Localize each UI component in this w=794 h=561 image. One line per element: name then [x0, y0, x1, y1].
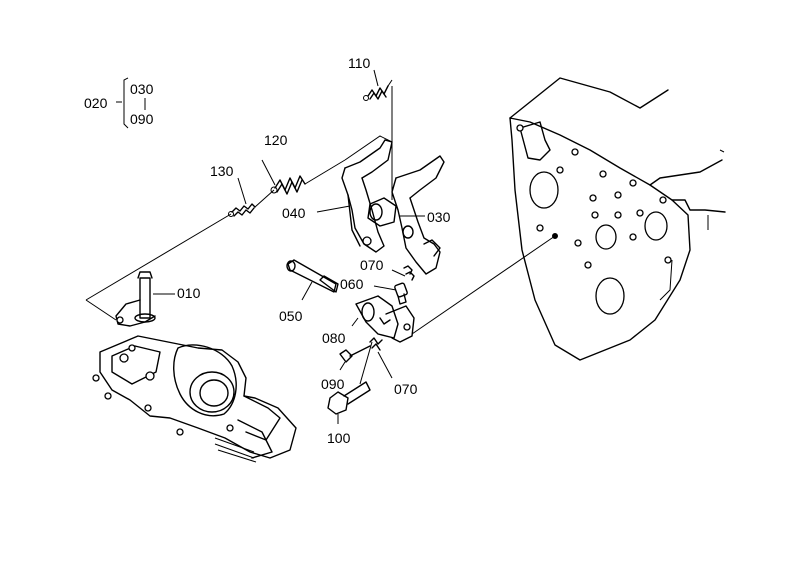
part-010-governor-shaft: [115, 271, 156, 327]
label-020: 020: [84, 95, 108, 111]
label-040: 040: [282, 205, 306, 221]
label-030: 030: [427, 209, 451, 225]
callout-labels: 110 120 130 040 030 070 060 010 050 080 …: [177, 55, 451, 446]
part-110-spring: [363, 85, 389, 101]
engine-housing: [509, 77, 726, 361]
label-090-legend: 090: [130, 111, 154, 127]
label-110: 110: [348, 55, 371, 71]
label-050: 050: [279, 308, 303, 324]
governor-housing: [92, 335, 297, 463]
part-050-shaft: [286, 259, 339, 293]
part-070-lower: [369, 337, 383, 351]
connection-lines: [85, 79, 556, 385]
part-070-upper: [403, 265, 415, 281]
label-120: 120: [264, 132, 288, 148]
label-090: 090: [321, 376, 345, 392]
part-030-lever: [367, 155, 445, 275]
part-130-spring: [228, 203, 256, 217]
label-030-legend: 030: [130, 81, 154, 97]
part-060-bolt: [394, 282, 408, 305]
assembly-legend: 020 030 090: [84, 77, 154, 129]
part-120-spring: [270, 175, 306, 195]
label-130: 130: [210, 163, 234, 179]
part-090-screw: [339, 345, 371, 363]
label-070-lower: 070: [394, 381, 418, 397]
part-080-bracket: [355, 295, 415, 343]
label-060: 060: [340, 276, 364, 292]
callout-leaders: [153, 69, 425, 424]
part-100-bolt: [327, 381, 371, 415]
label-080: 080: [322, 330, 346, 346]
label-070-upper: 070: [360, 257, 384, 273]
label-100: 100: [327, 430, 351, 446]
label-010: 010: [177, 285, 201, 301]
